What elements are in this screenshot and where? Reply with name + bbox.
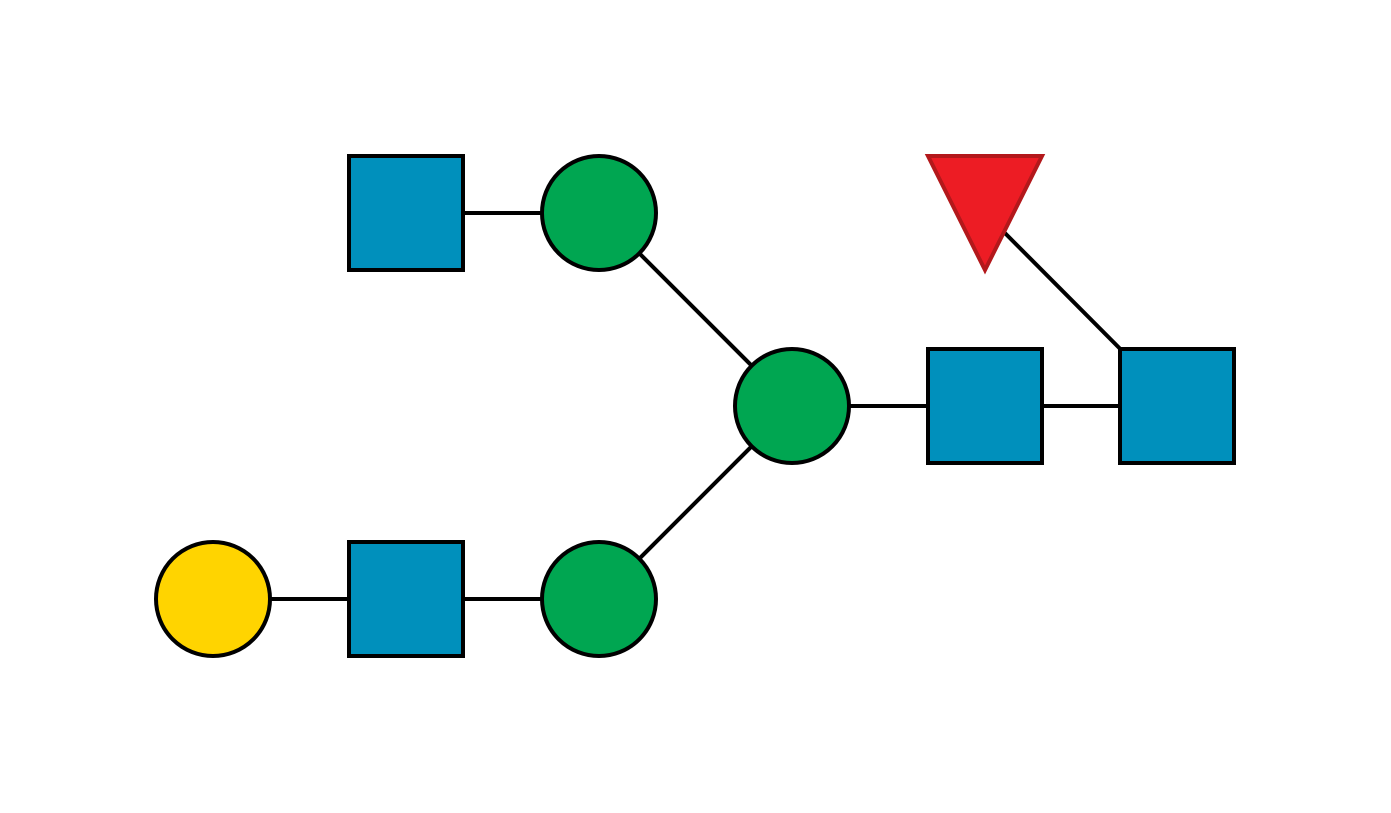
- residue-mannose-core-circle-icon: [733, 347, 851, 465]
- residue-glcnac-lower-branch-square-icon: [347, 540, 465, 658]
- residue-glcnac-reducing-end-square-icon: [1118, 347, 1236, 465]
- residue-glcnac-upper-branch-square-icon: [347, 154, 465, 272]
- residue-glcnac-core-2-square-icon: [926, 347, 1044, 465]
- residue-mannose-upper-branch-circle-icon: [540, 154, 658, 272]
- residue-fucose-triangle-icon: [924, 154, 1046, 275]
- residue-galactose-lower-branch-circle-icon: [154, 540, 272, 658]
- residue-layer: [154, 154, 1236, 658]
- residue-mannose-lower-branch-circle-icon: [540, 540, 658, 658]
